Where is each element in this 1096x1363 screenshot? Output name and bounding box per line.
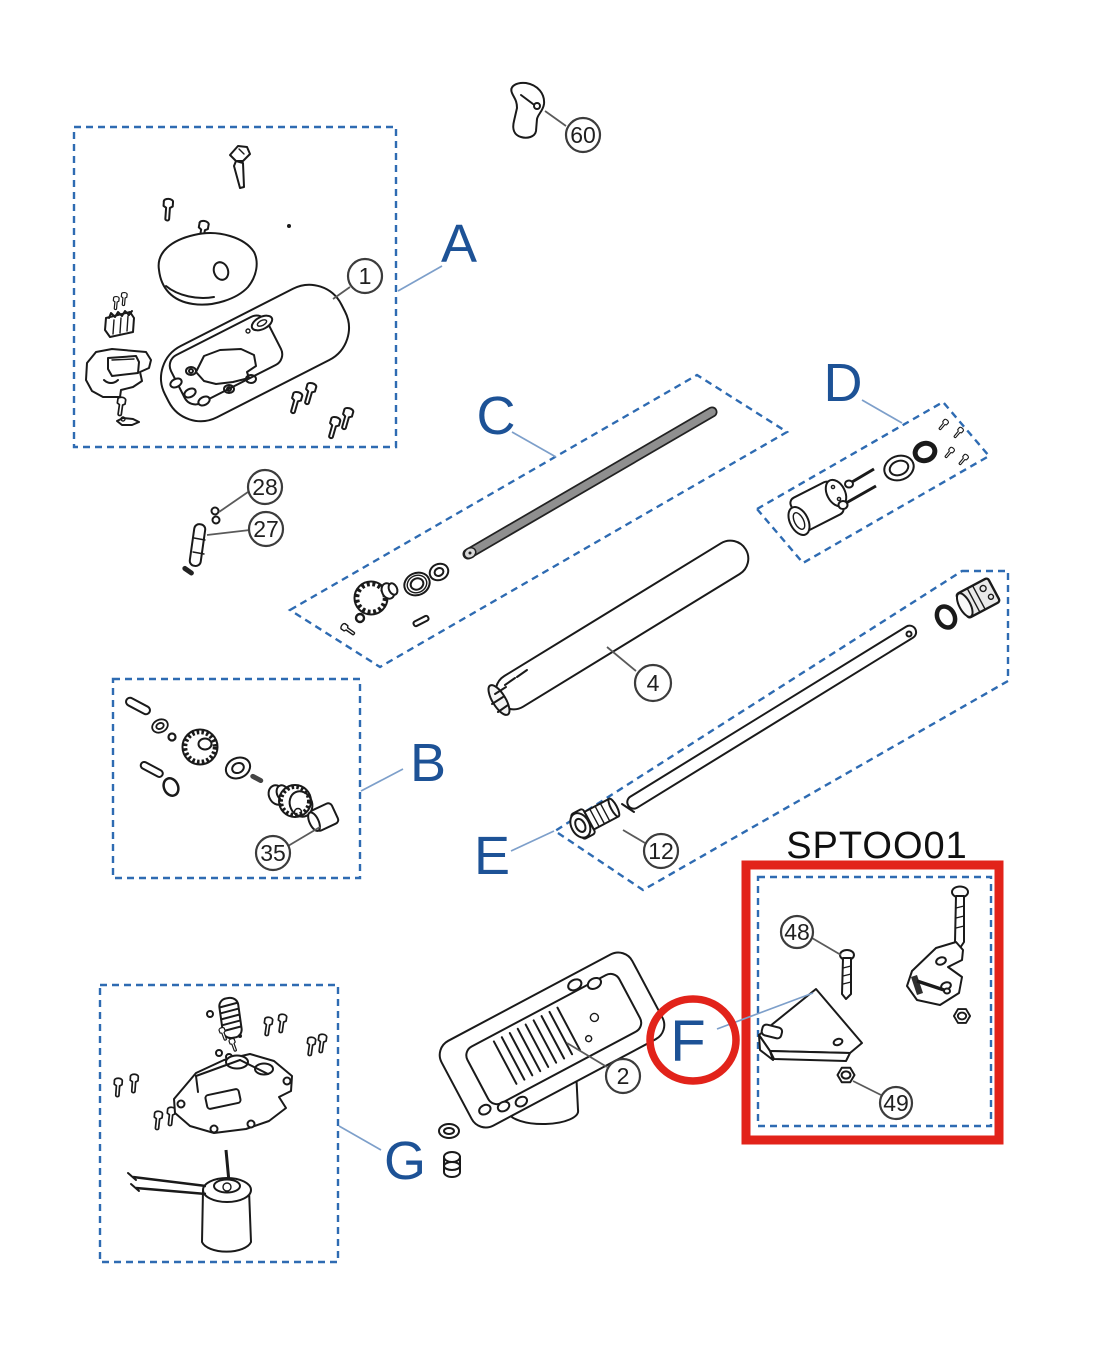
callout-leaders: [206, 110, 882, 1096]
highlight-code-label: SPTOO01: [786, 825, 968, 867]
svg-text:60: 60: [570, 122, 596, 148]
part-rubber-plug: [443, 1151, 461, 1178]
part-group-drive-rod: [569, 577, 1001, 840]
red-circle-marker: [646, 995, 740, 1085]
svg-text:4: 4: [647, 670, 660, 696]
callout-12: 12: [642, 832, 680, 870]
callout-27: 27: [247, 510, 285, 548]
callout-49: 49: [878, 1085, 914, 1121]
callout-4: 4: [633, 663, 673, 703]
part-group-motor-assembly: [112, 996, 328, 1253]
part-pin-and-rings: [182, 506, 221, 576]
callout-1: 1: [346, 257, 384, 295]
part-nut-49: [836, 1066, 856, 1084]
section-g-pointer: [338, 1125, 382, 1151]
part-group-threaded-spindle: [339, 406, 718, 638]
part-outer-tube: [487, 539, 750, 716]
part-piston-fitting: [955, 577, 1001, 619]
part-triangle-bracket: [758, 988, 863, 1062]
part-bolt-48: [839, 949, 855, 1000]
part-threaded-bushing: [569, 797, 621, 840]
svg-text:12: 12: [648, 838, 674, 864]
callout-35: 35: [254, 834, 292, 872]
svg-text:28: 28: [252, 474, 278, 500]
section-f-label: F: [670, 1009, 705, 1074]
svg-text:2: 2: [617, 1063, 630, 1089]
callout-28: 28: [246, 468, 284, 506]
section-e-label: E: [474, 826, 510, 886]
callout-60: 60: [564, 116, 602, 154]
part-group-coupling-kit: [787, 417, 970, 536]
callout-2: 2: [604, 1057, 642, 1095]
part-long-bolt: [951, 885, 969, 949]
svg-text:1: 1: [359, 263, 372, 289]
part-bushing: [307, 802, 340, 832]
svg-text:48: 48: [784, 919, 810, 945]
part-group-base-housing: [438, 951, 666, 1178]
section-g-box: [98, 983, 340, 1264]
section-b-label: B: [410, 733, 446, 793]
section-c-label: C: [477, 386, 516, 446]
part-group-gear-set: [125, 696, 340, 832]
section-g-label: G: [384, 1131, 426, 1191]
section-c-pointer: [511, 431, 557, 458]
section-e-box: [552, 569, 1010, 892]
section-b-box: [111, 677, 362, 880]
section-e-pointer: [510, 830, 555, 852]
part-release-lever: [510, 81, 546, 139]
section-a-label: A: [441, 214, 477, 274]
section-f-label-group: F: [646, 992, 814, 1085]
section-b-pointer: [360, 768, 404, 792]
section-a-pointer: [397, 265, 443, 292]
highlighted-section-f: SPTOO01: [741, 825, 1004, 1145]
section-a-box: [72, 125, 398, 449]
svg-text:27: 27: [253, 516, 279, 542]
red-highlight-box: [741, 860, 1004, 1145]
svg-text:35: 35: [260, 840, 286, 866]
section-d-label: D: [824, 353, 863, 413]
section-d-box: [755, 400, 991, 565]
section-c-box: [287, 373, 790, 669]
part-hinge-bracket: [906, 941, 972, 1024]
part-group-cover-assembly: [85, 145, 355, 441]
section-d-pointer: [861, 399, 903, 424]
svg-text:49: 49: [883, 1090, 909, 1116]
callout-48: 48: [779, 914, 815, 950]
